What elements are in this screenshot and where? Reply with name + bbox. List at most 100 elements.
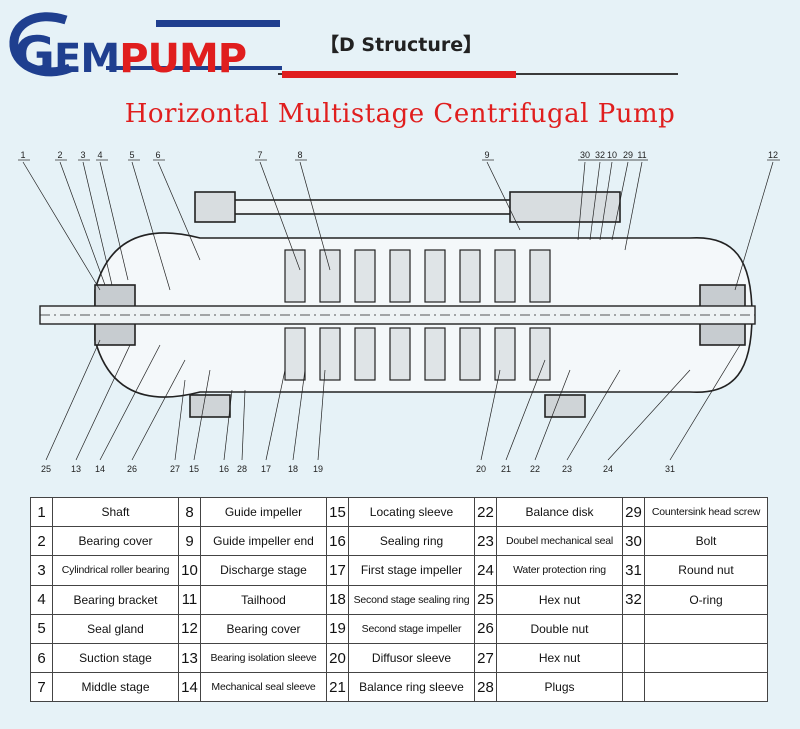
part-number: 7	[30, 672, 53, 703]
callout-number: 17	[261, 464, 271, 474]
callout-number: 19	[313, 464, 323, 474]
callout-number: 12	[768, 150, 778, 160]
part-name: Hex nut	[496, 584, 623, 615]
part-number: 24	[474, 555, 497, 586]
structure-label: 【D Structure】	[320, 34, 483, 56]
callout-number: 8	[297, 150, 302, 160]
part-name: Tailhood	[200, 584, 327, 615]
part-number: 20	[326, 642, 349, 674]
part-number: 17	[326, 555, 349, 586]
part-number: 26	[474, 613, 497, 644]
part-name: Balance disk	[496, 496, 623, 528]
part-number: 15	[326, 496, 349, 528]
callout-number: 22	[530, 464, 540, 474]
part-name: Hex nut	[496, 642, 623, 674]
part-number: 19	[326, 613, 349, 644]
impeller-stages	[284, 249, 551, 381]
part-name: Shaft	[52, 496, 179, 528]
callout-number: 32	[595, 150, 605, 160]
callout-number: 26	[127, 464, 137, 474]
part-number: 32	[622, 584, 645, 615]
callout-number: 9	[484, 150, 489, 160]
part-name: Countersink head screw	[644, 496, 768, 528]
callout-number: 14	[95, 464, 105, 474]
page-title: Horizontal Multistage Centrifugal Pump	[124, 99, 676, 129]
callouts-top	[18, 159, 780, 291]
callout-number: 6	[155, 150, 160, 160]
part-name: Bearing isolation sleeve	[200, 642, 327, 674]
part-name: Bearing cover	[200, 613, 327, 644]
callout-number: 31	[665, 464, 675, 474]
callout-number: 15	[189, 464, 199, 474]
part-name: First stage impeller	[348, 555, 475, 586]
part-number: 30	[622, 526, 645, 557]
part-number: 10	[178, 555, 201, 586]
part-number: 28	[474, 672, 497, 703]
part-number: 12	[178, 613, 201, 644]
part-number: 29	[622, 496, 645, 528]
part-number: 2	[30, 526, 53, 557]
part-number: 5	[30, 613, 53, 644]
callout-number: 7	[257, 150, 262, 160]
part-name: Bolt	[644, 526, 768, 557]
logo-swoosh-icon	[9, 12, 282, 77]
pump-body	[94, 191, 753, 418]
callout-number: 30	[580, 150, 590, 160]
header-accent-bar	[282, 71, 516, 78]
callout-number: 18	[288, 464, 298, 474]
part-name: O-ring	[644, 584, 768, 615]
part-number: 1	[30, 496, 53, 528]
part-name: Suction stage	[52, 642, 179, 674]
part-name: Middle stage	[52, 672, 179, 703]
part-number: 11	[178, 584, 201, 615]
callout-number: 23	[562, 464, 572, 474]
part-number: 9	[178, 526, 201, 557]
part-name	[644, 642, 768, 674]
part-number	[622, 613, 645, 644]
part-name: Mechanical seal sleeve	[200, 672, 327, 703]
part-name: Sealing ring	[348, 526, 475, 557]
callout-number: 3	[80, 150, 85, 160]
part-name: Second stage sealing ring	[348, 584, 475, 615]
callout-number: 16	[219, 464, 229, 474]
part-name	[644, 613, 768, 644]
logo-text: GEMPUMP	[14, 26, 247, 84]
part-number: 21	[326, 672, 349, 703]
shaft	[39, 305, 756, 325]
callouts-bottom	[45, 339, 741, 461]
part-number: 18	[326, 584, 349, 615]
part-number	[622, 672, 645, 703]
callout-number: 20	[476, 464, 486, 474]
part-name: Guide impeller end	[200, 526, 327, 557]
callout-number: 21	[501, 464, 511, 474]
part-name: Guide impeller	[200, 496, 327, 528]
part-number: 6	[30, 642, 53, 674]
part-name: Plugs	[496, 672, 623, 703]
part-name: Locating sleeve	[348, 496, 475, 528]
part-name: Seal gland	[52, 613, 179, 644]
part-name: Balance ring sleeve	[348, 672, 475, 703]
callout-number: 2	[57, 150, 62, 160]
part-number: 13	[178, 642, 201, 674]
part-number	[622, 642, 645, 674]
part-name: Double nut	[496, 613, 623, 644]
callout-number: 28	[237, 464, 247, 474]
part-number: 25	[474, 584, 497, 615]
part-name: Second stage impeller	[348, 613, 475, 644]
callout-number: 13	[71, 464, 81, 474]
part-name: Round nut	[644, 555, 768, 586]
callout-number: 29	[623, 150, 633, 160]
part-number: 27	[474, 642, 497, 674]
part-number: 14	[178, 672, 201, 703]
part-name	[644, 672, 768, 703]
part-name: Bearing bracket	[52, 584, 179, 615]
